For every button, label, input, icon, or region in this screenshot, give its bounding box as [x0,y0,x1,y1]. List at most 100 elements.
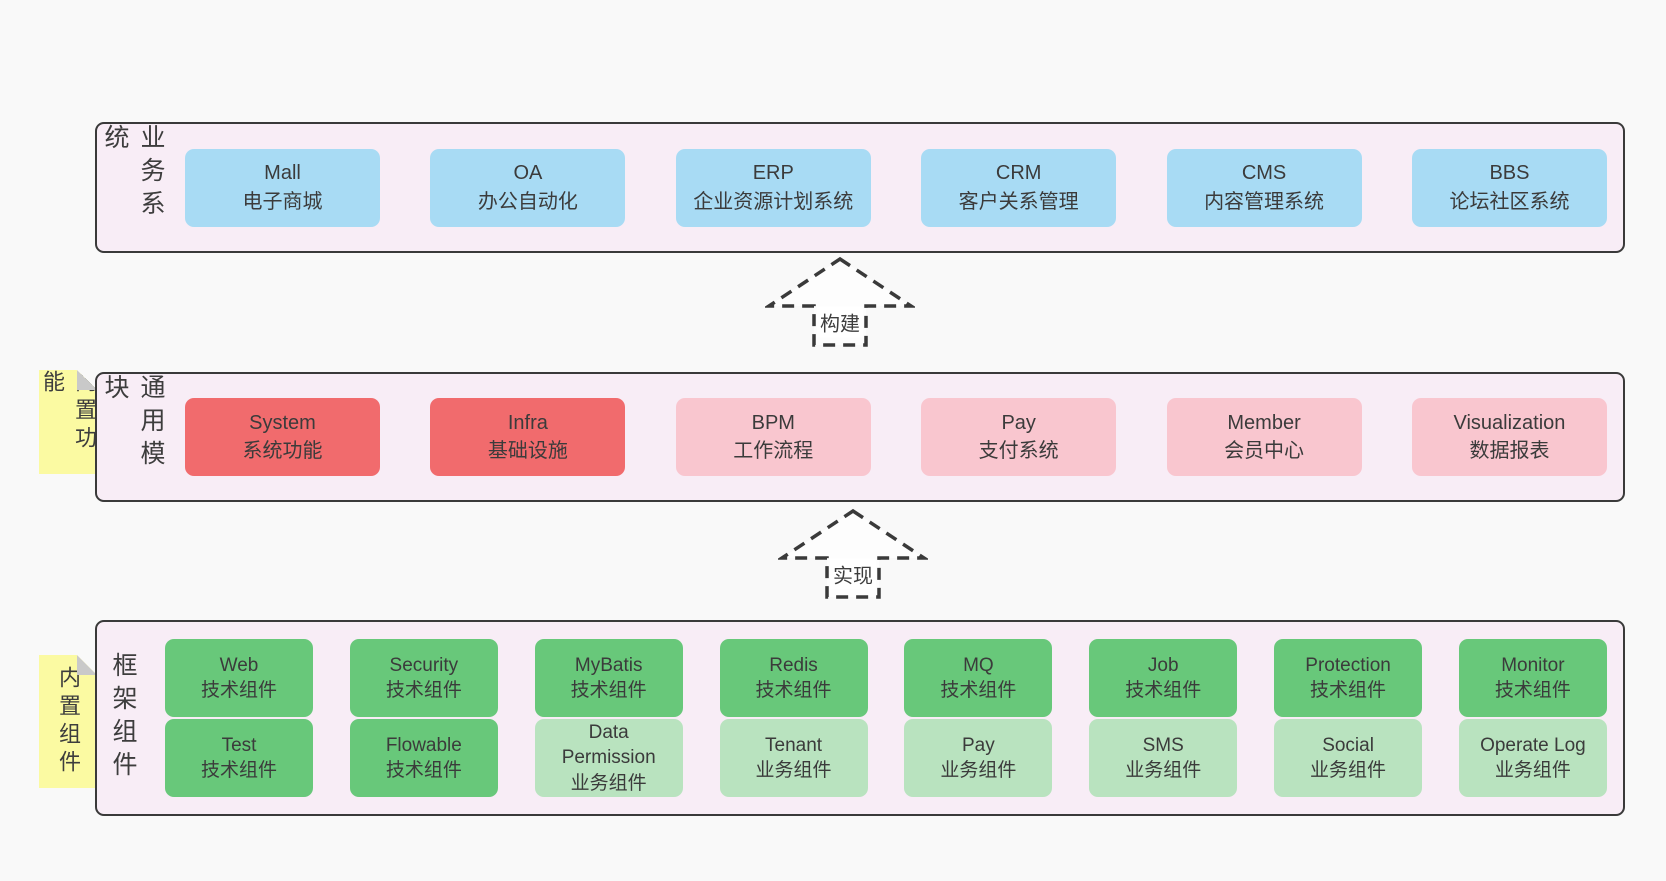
box-name: Redis [769,654,818,676]
box-name: Test [221,734,257,756]
box-desc: 技术组件 [385,760,462,781]
component-box-sms: SMS 业务组件 [1089,719,1238,797]
business-box-crm: CRM 客户关系管理 [921,148,1117,227]
box-desc: 业务组件 [570,772,647,794]
box-name: Social [1322,734,1374,756]
components-row-1: Web 技术组件 Security 技术组件 MyBatis 技术组件 Redi… [165,639,1607,717]
module-box-visualization: Visualization 数据报表 [1411,398,1607,476]
business-box-mall: Mall 电子商城 [185,148,380,227]
module-box-system: System 系统功能 [185,398,380,476]
box-name: System [249,411,316,434]
component-box-monitor: Monitor 技术组件 [1458,639,1607,717]
component-box-mq: MQ 技术组件 [904,639,1053,717]
box-name: Data Permission [561,722,656,769]
box-name: SMS [1142,734,1184,756]
box-name: CMS [1241,162,1287,185]
box-name: Protection [1305,654,1391,676]
box-name: Member [1227,411,1301,434]
components-row-2: Test 技术组件 Flowable 技术组件 Data Permission … [165,719,1607,797]
box-desc: 技术组件 [1310,680,1387,701]
modules-band-boxes: System 系统功能 Infra 基础设施 BPM 工作流程 Pay 支付系统… [169,374,1623,500]
box-desc: 数据报表 [1469,440,1550,462]
box-desc: 技术组件 [200,760,277,781]
business-box-bbs: BBS 论坛社区系统 [1411,148,1607,227]
component-box-protection: Protection 技术组件 [1274,639,1423,717]
component-box-tenant: Tenant 业务组件 [719,719,868,797]
business-band-label: 业务系统 [101,124,165,223]
box-name: Infra [507,411,548,434]
box-name: MyBatis [574,654,643,676]
box-desc: 客户关系管理 [958,190,1079,213]
box-name: ERP [752,162,794,185]
module-box-infra: Infra 基础设施 [430,398,626,476]
box-desc: 技术组件 [200,680,277,701]
box-desc: 业务组件 [940,760,1017,781]
box-desc: 会员中心 [1224,440,1305,462]
module-box-bpm: BPM 工作流程 [675,398,871,476]
modules-band-label: 通用模块 [101,374,165,473]
built-in-features-sticky: 内置功能 [39,370,97,474]
box-desc: 业务组件 [1310,760,1387,781]
component-box-operate-log: Operate Log 业务组件 [1458,719,1607,797]
box-desc: 电子商城 [242,190,323,213]
business-band-boxes: Mall 电子商城 OA 办公自动化 ERP 企业资源计划系统 CRM 客户关系… [169,124,1623,251]
component-box-job: Job 技术组件 [1089,639,1238,717]
box-desc: 业务组件 [1125,760,1202,781]
box-name: Mall [264,162,301,185]
box-name: Flowable [385,734,462,756]
box-desc: 技术组件 [755,680,832,701]
implement-arrow: 实现 [778,508,928,600]
component-box-flowable: Flowable 技术组件 [349,719,498,797]
up-arrow-icon [778,508,928,599]
components-band-label: 框架组件 [109,652,137,784]
component-box-web: Web 技术组件 [165,639,313,717]
box-desc: 系统功能 [242,440,323,462]
box-desc: 企业资源计划系统 [693,190,854,213]
box-name: Pay [962,734,995,756]
built-in-features-sticky-label: 内置功能 [40,370,97,454]
box-desc: 内容管理系统 [1204,190,1325,213]
component-box-social: Social 业务组件 [1274,719,1423,797]
business-box-oa: OA 办公自动化 [430,148,626,227]
component-box-redis: Redis 技术组件 [719,639,868,717]
built-in-components-sticky-label: 内置组件 [56,665,81,778]
framework-components-band: 框架组件 Web 技术组件 Security 技术组件 MyBatis 技术组件… [95,620,1625,816]
box-desc: 技术组件 [1494,680,1571,701]
box-name: Job [1147,654,1179,676]
box-name: Operate Log [1480,734,1586,756]
box-desc: 技术组件 [385,680,462,701]
module-box-member: Member 会员中心 [1166,398,1362,476]
box-desc: 技术组件 [1125,680,1202,701]
component-box-test: Test 技术组件 [165,719,313,797]
box-name: Tenant [765,734,823,756]
box-name: BPM [751,411,795,434]
business-box-erp: ERP 企业资源计划系统 [675,148,871,227]
box-name: Visualization [1453,411,1566,434]
box-desc: 工作流程 [733,440,814,462]
box-name: OA [513,162,543,185]
box-desc: 支付系统 [978,440,1059,462]
box-name: BBS [1489,162,1530,185]
common-modules-band: 通用模块 System 系统功能 Infra 基础设施 BPM 工作流程 Pay… [95,372,1625,502]
business-systems-band: 业务系统 Mall 电子商城 OA 办公自动化 ERP 企业资源计划系统 CRM… [95,122,1625,253]
box-desc: 技术组件 [940,680,1017,701]
up-arrow-icon [765,256,915,347]
box-desc: 基础设施 [487,440,568,462]
box-name: Pay [1001,411,1036,434]
box-desc: 业务组件 [1494,760,1571,781]
box-name: Monitor [1501,654,1565,676]
built-in-components-sticky: 内置组件 [39,655,97,788]
business-box-cms: CMS 内容管理系统 [1166,148,1362,227]
components-band-rows: Web 技术组件 Security 技术组件 MyBatis 技术组件 Redi… [149,622,1623,814]
module-box-pay: Pay 支付系统 [921,398,1117,476]
box-desc: 技术组件 [570,680,647,701]
box-desc: 业务组件 [755,760,832,781]
box-desc: 论坛社区系统 [1449,190,1570,213]
component-box-security: Security 技术组件 [349,639,498,717]
build-arrow: 构建 [765,256,915,348]
build-arrow-label: 构建 [817,306,863,338]
box-desc: 办公自动化 [477,190,578,213]
implement-arrow-label: 实现 [830,558,876,590]
component-box-mybatis: MyBatis 技术组件 [534,639,683,717]
box-name: CRM [995,162,1042,185]
